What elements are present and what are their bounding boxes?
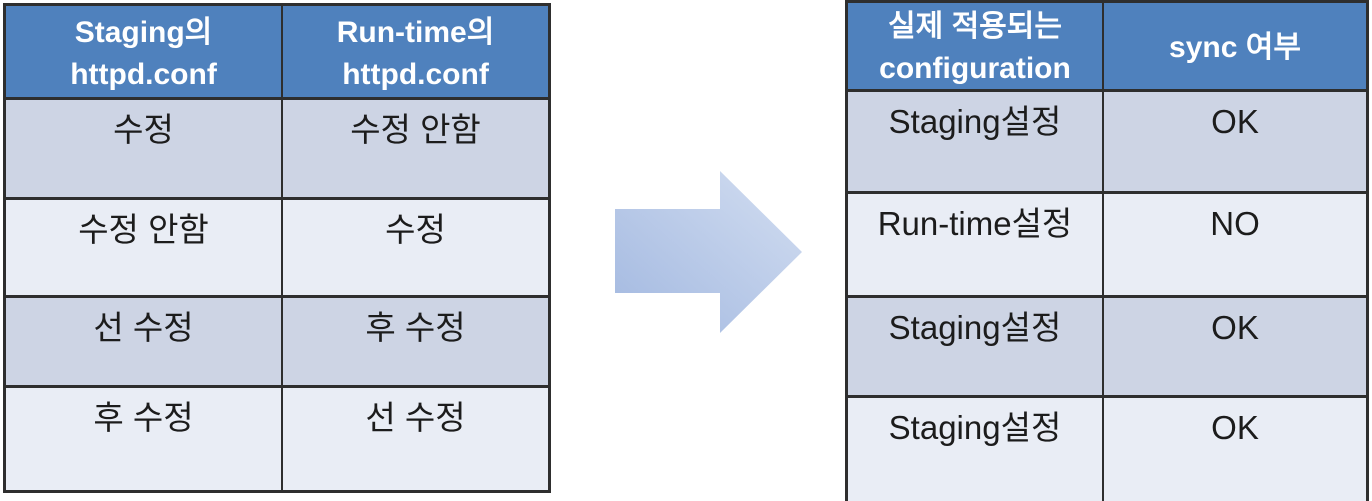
header-line: 실제 적용되는: [888, 10, 1062, 43]
httpd-conf-modification-table: Staging의 httpd.conf Run-time의 httpd.conf…: [3, 3, 551, 493]
table-cell: OK: [1104, 92, 1366, 194]
right-header-sync: sync 여부: [1104, 3, 1366, 92]
table-cell: 후 수정: [6, 388, 283, 490]
table-cell: OK: [1104, 398, 1366, 501]
header-line: sync 여부: [1169, 31, 1301, 64]
table-cell: 수정: [283, 200, 548, 298]
header-line: configuration: [879, 52, 1071, 85]
table-cell: 수정 안함: [283, 100, 548, 200]
table-cell: NO: [1104, 194, 1366, 298]
table-cell: 선 수정: [283, 388, 548, 490]
table-cell: 수정 안함: [6, 200, 283, 298]
table-cell: 후 수정: [283, 298, 548, 388]
table-cell: Staging설정: [848, 92, 1104, 194]
header-line: httpd.conf: [342, 57, 489, 91]
table-cell: 수정: [6, 100, 283, 200]
left-header-staging: Staging의 httpd.conf: [6, 6, 283, 100]
table-cell: Run-time설정: [848, 194, 1104, 298]
right-arrow-icon: [615, 171, 802, 333]
header-line: Run-time의: [336, 15, 495, 49]
applied-configuration-table: 실제 적용되는 configuration sync 여부 Staging설정 …: [845, 0, 1369, 501]
right-header-configuration: 실제 적용되는 configuration: [848, 3, 1104, 92]
header-line: Staging의: [74, 15, 213, 49]
table-cell: 선 수정: [6, 298, 283, 388]
header-line: httpd.conf: [70, 57, 217, 91]
table-cell: Staging설정: [848, 298, 1104, 398]
left-header-runtime: Run-time의 httpd.conf: [283, 6, 548, 100]
table-cell: Staging설정: [848, 398, 1104, 501]
table-cell: OK: [1104, 298, 1366, 398]
